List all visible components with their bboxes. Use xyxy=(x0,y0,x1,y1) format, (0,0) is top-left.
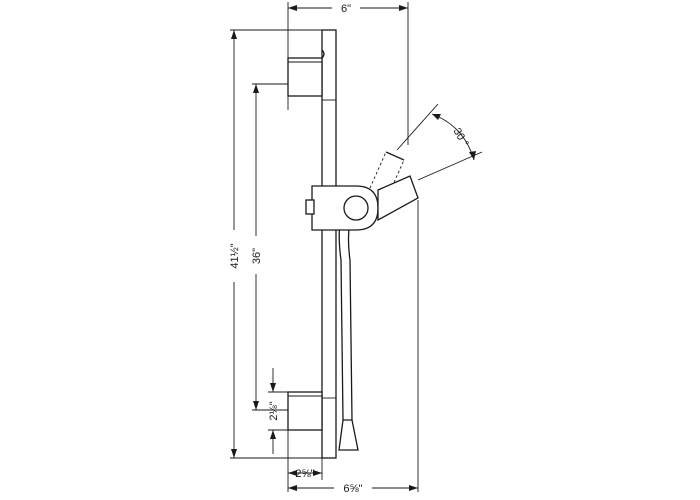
handset-slider-holder xyxy=(305,185,379,231)
dimension-bracket-offset: 2⅝" xyxy=(288,468,322,480)
dimension-label-bracket-height: 2⅛" xyxy=(268,401,280,420)
dimension-bracket-height: 2⅛" xyxy=(268,368,280,454)
dimension-label-bracket-spacing: 36" xyxy=(251,248,263,264)
dimension-bracket-spacing: 36" xyxy=(251,84,263,410)
dimension-label-total-height: 41½" xyxy=(229,243,241,268)
rail-bar xyxy=(321,29,337,459)
top-wall-bracket xyxy=(287,49,325,97)
dimension-angle: 30 ° xyxy=(431,113,476,161)
holder-pivot-knob xyxy=(343,195,369,221)
dimension-label-total-depth: 6⅝" xyxy=(343,483,362,495)
extension-lines xyxy=(230,2,483,492)
dimension-total-height: 41½" xyxy=(229,30,241,458)
dimension-top-width: 6" xyxy=(288,3,408,15)
bottom-wall-bracket xyxy=(287,391,323,431)
shower-hose xyxy=(338,221,344,421)
shower-rail xyxy=(287,29,419,459)
dimension-label-angle: 30 ° xyxy=(450,126,470,149)
hose-connector xyxy=(338,419,359,451)
handset-body xyxy=(377,175,419,222)
dimension-label-top-width: 6" xyxy=(341,3,351,15)
dimension-label-bracket-offset: 2⅝" xyxy=(295,468,314,480)
dimension-total-depth: 6⅝" xyxy=(288,483,418,495)
